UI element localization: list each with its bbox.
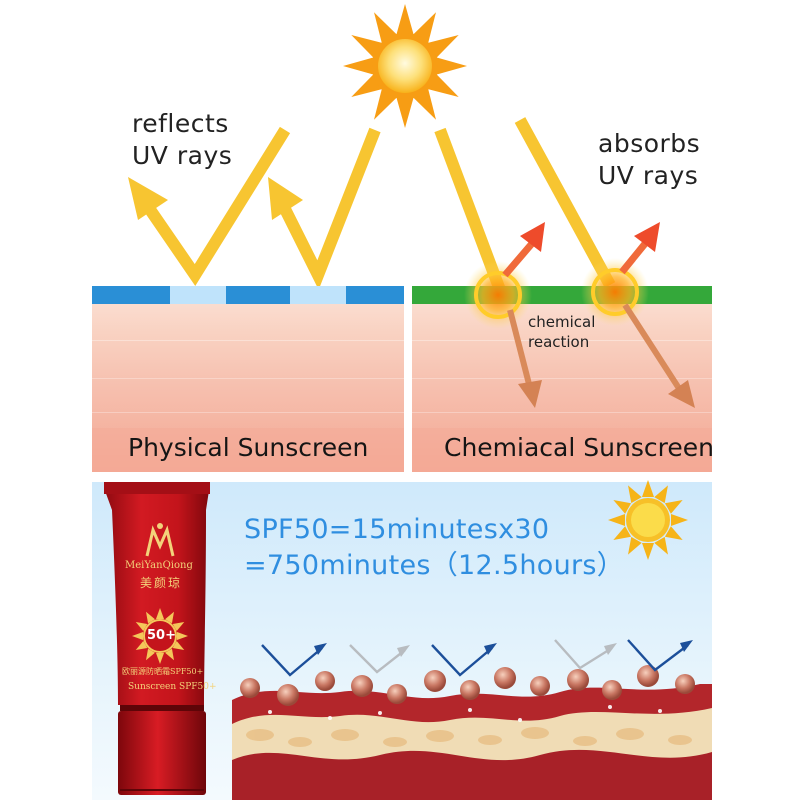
- chemical-sunscreen-caption: Chemiacal Sunscreen: [444, 433, 714, 462]
- scatter-arrowheads: [314, 640, 693, 657]
- chemical-sunscreen-layer: [412, 286, 712, 304]
- absorbed-arrows-down: [507, 303, 695, 408]
- reflects-uv-label: reflects UV rays: [132, 108, 232, 172]
- reaction-line1: chemical: [528, 313, 596, 331]
- reflects-line2: UV rays: [132, 141, 233, 170]
- spf-line1: SPF50=15minutesx30: [244, 514, 550, 545]
- scatter-arrow: [261, 639, 689, 677]
- spf-badge-icon: [132, 608, 188, 664]
- skin-cross-section: [232, 684, 712, 800]
- absorbs-line1: absorbs: [598, 129, 701, 158]
- absorbs-line2: UV rays: [598, 161, 699, 190]
- reflects-line1: reflects: [132, 109, 229, 138]
- tube-brand-cn: 美颜琼: [140, 576, 183, 590]
- physical-sunscreen-caption: Physical Sunscreen: [128, 433, 369, 462]
- absorbed-arrows-up: [502, 222, 660, 278]
- tube-product-en: Sunscreen SPF50+: [128, 682, 217, 692]
- tube-spf-badge: 50+: [147, 628, 176, 643]
- chemical-reaction-label: chemical reaction: [528, 312, 595, 352]
- reaction-line2: reaction: [528, 333, 590, 351]
- physical-sunscreen-layer: [92, 286, 404, 304]
- tube-cap: [118, 711, 206, 795]
- uv-ray-arrowheads: [128, 177, 303, 220]
- sunscreen-tube: [104, 482, 210, 795]
- absorbs-uv-label: absorbs UV rays: [598, 128, 700, 192]
- tube-brand-en: MeiYanQiong: [125, 560, 193, 571]
- brand-logo: [145, 523, 175, 557]
- sun-icon-small: [608, 480, 688, 560]
- skin-cells: [240, 665, 695, 706]
- reaction-glow: [464, 258, 649, 329]
- sun-icon: [343, 4, 467, 128]
- tube-product-cn: 欧丽源防晒霜SPF50+: [122, 667, 204, 676]
- spf-formula: SPF50=15minutesx30 =750minutes（12.5hours…: [244, 512, 624, 584]
- spf-line2: =750minutes（12.5hours）: [244, 550, 625, 581]
